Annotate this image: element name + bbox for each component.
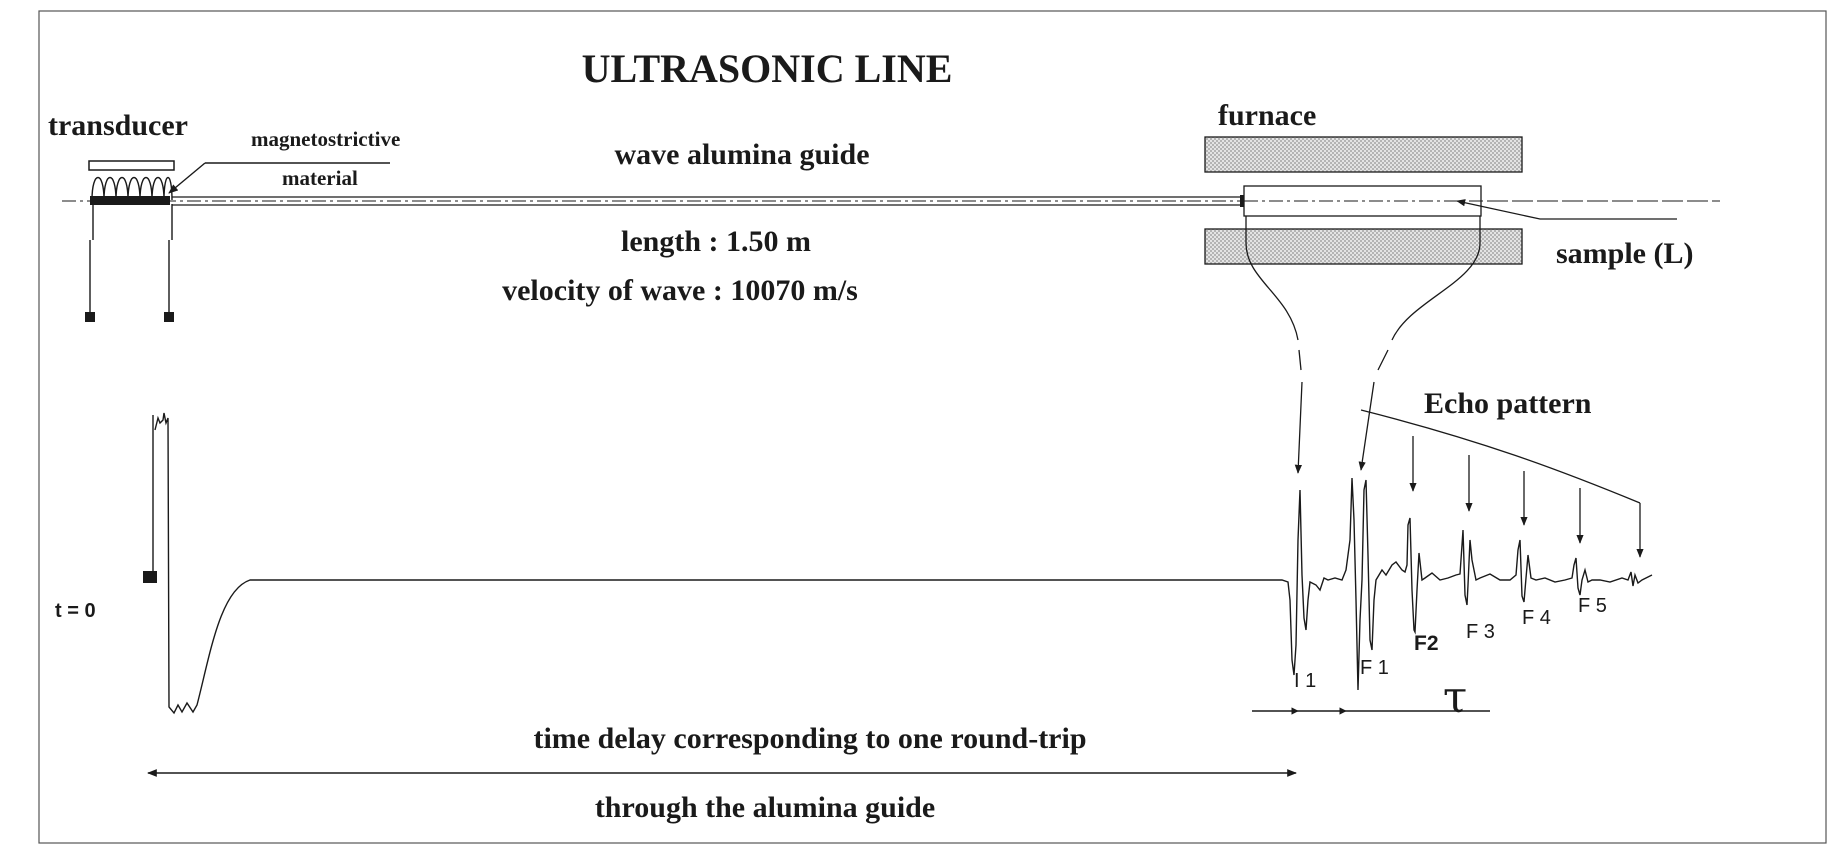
t-zero-marker <box>143 571 157 583</box>
echo-label-f1: F 1 <box>1360 657 1389 679</box>
guide-label: wave alumina guide <box>614 138 869 171</box>
transducer-lead-right <box>168 204 173 312</box>
diagram-frame <box>38 10 1827 844</box>
tau-symbol: τ <box>1443 672 1467 723</box>
sample-label: sample (L) <box>1556 237 1694 270</box>
guide-end-joint <box>1240 195 1244 207</box>
magnetostrictive-pointer-tip <box>168 162 206 194</box>
echo-label-f3: F 3 <box>1466 621 1495 643</box>
funnel-right <box>1361 216 1481 470</box>
coil-winding <box>91 177 173 201</box>
transducer-cap <box>88 160 175 171</box>
length-label: length : 1.50 m <box>621 225 811 258</box>
furnace-lower-wall <box>1204 228 1523 265</box>
diagram-title: ULTRASONIC LINE <box>582 46 953 91</box>
transducer-lead-left <box>89 204 94 312</box>
echo-label-i1: I 1 <box>1294 670 1316 692</box>
signal-trace <box>152 412 1653 715</box>
material-label: material <box>282 166 358 190</box>
echo-pattern-label: Echo pattern <box>1424 387 1592 420</box>
magnetostrictive-label: magnetostrictive <box>251 127 400 151</box>
velocity-label: velocity of wave : 10070 m/s <box>502 274 858 307</box>
furnace-label: furnace <box>1218 99 1316 132</box>
sample-pointer <box>1456 199 1677 220</box>
echo-label-f4: F 4 <box>1522 607 1551 629</box>
furnace-upper-wall <box>1204 136 1523 173</box>
funnel-left <box>1245 216 1302 473</box>
terminal-right <box>164 312 174 322</box>
transducer <box>85 160 175 322</box>
transducer-label: transducer <box>48 109 188 142</box>
echo-label-f2: F2 <box>1414 632 1439 655</box>
t-zero-label: t = 0 <box>55 600 96 622</box>
delay-label-line1: time delay corresponding to one round-tr… <box>533 722 1086 755</box>
delay-label-line2: through the alumina guide <box>595 791 935 824</box>
terminal-left <box>85 312 95 322</box>
echo-envelope <box>1360 409 1641 504</box>
echo-label-f5: F 5 <box>1578 595 1607 617</box>
